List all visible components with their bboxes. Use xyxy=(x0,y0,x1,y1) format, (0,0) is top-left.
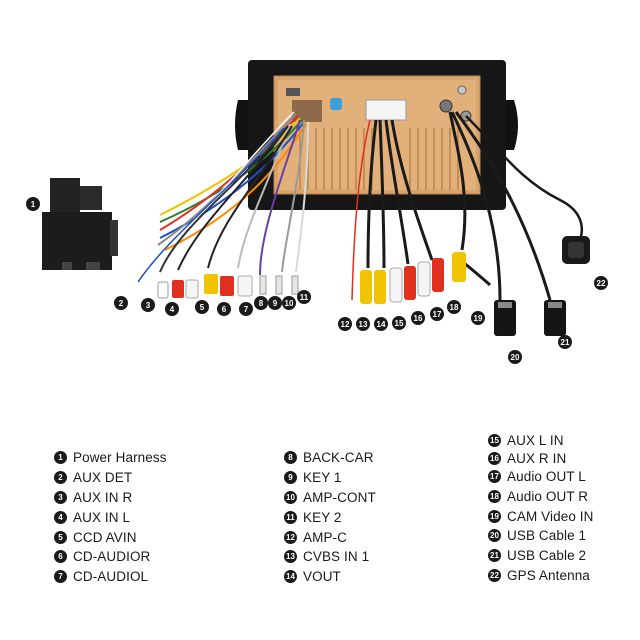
callout-7: 7 xyxy=(239,302,253,316)
svg-text:9: 9 xyxy=(273,299,278,308)
svg-text:12: 12 xyxy=(341,320,350,329)
svg-text:17: 17 xyxy=(433,310,442,319)
svg-text:3: 3 xyxy=(146,301,151,310)
callout-15: 15 xyxy=(392,316,406,330)
svg-text:21: 21 xyxy=(561,338,570,347)
svg-text:22: 22 xyxy=(597,279,606,288)
callout-18: 18 xyxy=(447,300,461,314)
wire-bundle xyxy=(137,111,584,301)
callout-1: 1 xyxy=(26,197,40,211)
svg-text:2: 2 xyxy=(119,299,124,308)
callout-9: 9 xyxy=(268,296,282,310)
svg-text:19: 19 xyxy=(474,314,483,323)
callout-14: 14 xyxy=(374,317,388,331)
callout-16: 16 xyxy=(411,311,425,325)
svg-text:10: 10 xyxy=(285,299,294,308)
left-rca-plugs xyxy=(157,274,299,299)
callout-10: 10 xyxy=(282,296,296,310)
svg-text:14: 14 xyxy=(377,320,386,329)
callout-19: 19 xyxy=(471,311,485,325)
callout-22: 22 xyxy=(594,276,608,290)
callout-badges: 1 2 3 4 5 6 7 8 9 10 11 12 13 14 15 16 1… xyxy=(26,197,608,364)
right-rca-plugs xyxy=(360,252,466,304)
callout-8: 8 xyxy=(254,296,268,310)
svg-text:8: 8 xyxy=(259,299,264,308)
callout-13: 13 xyxy=(356,317,370,331)
svg-text:5: 5 xyxy=(200,303,205,312)
callout-20: 20 xyxy=(508,350,522,364)
callout-4: 4 xyxy=(165,302,179,316)
svg-text:11: 11 xyxy=(300,293,309,302)
svg-text:15: 15 xyxy=(395,319,404,328)
usb-connectors xyxy=(494,300,566,336)
callout-17: 17 xyxy=(430,307,444,321)
callout-5: 5 xyxy=(195,300,209,314)
svg-text:20: 20 xyxy=(511,353,520,362)
svg-text:13: 13 xyxy=(359,320,368,329)
callout-6: 6 xyxy=(217,302,231,316)
power-harness xyxy=(42,178,118,270)
svg-text:4: 4 xyxy=(170,305,175,314)
svg-text:16: 16 xyxy=(414,314,423,323)
svg-text:7: 7 xyxy=(244,305,249,314)
callout-11: 11 xyxy=(297,290,311,304)
callout-12: 12 xyxy=(338,317,352,331)
svg-text:1: 1 xyxy=(31,200,36,209)
svg-text:6: 6 xyxy=(222,305,227,314)
callout-21: 21 xyxy=(558,335,572,349)
gps-antenna xyxy=(562,236,590,264)
svg-text:18: 18 xyxy=(450,303,459,312)
callout-2: 2 xyxy=(114,296,128,310)
callout-3: 3 xyxy=(141,298,155,312)
